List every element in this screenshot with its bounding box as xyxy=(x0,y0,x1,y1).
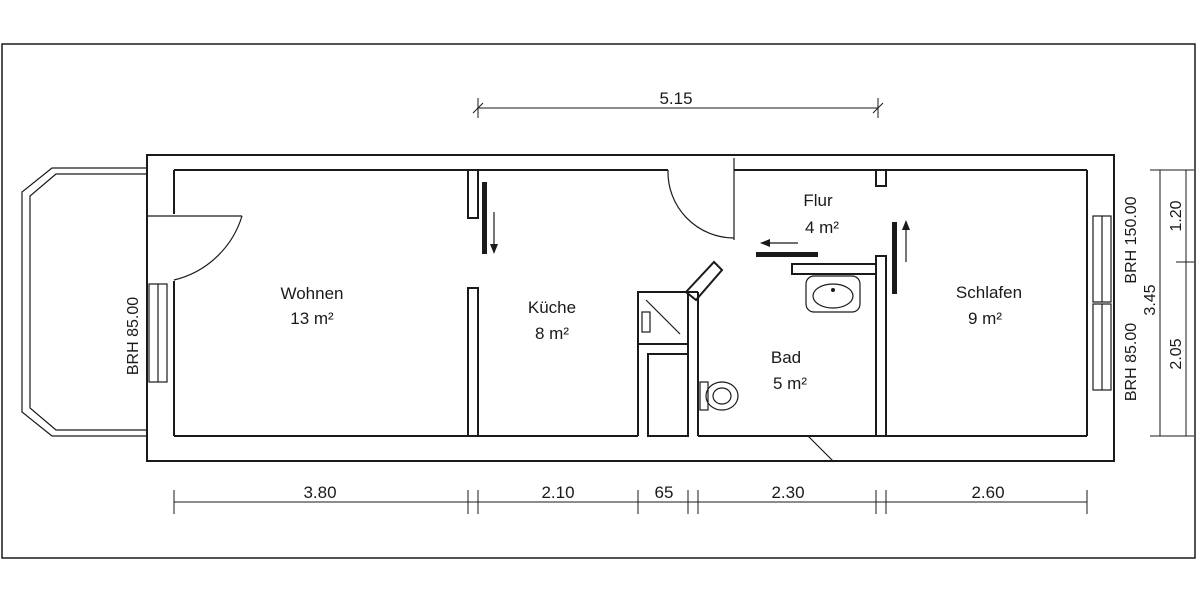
window-label-right-lower: BRH 85.00 xyxy=(1123,323,1140,401)
dimension-top-label: 5.15 xyxy=(659,89,692,108)
shaft-detail xyxy=(641,299,681,335)
sliding-door-schlafen xyxy=(892,220,910,294)
dimension-top: 5.15 xyxy=(472,89,884,118)
door-wohnen xyxy=(148,215,243,281)
exterior-walls xyxy=(146,154,1115,462)
room-name-kueche: Küche xyxy=(528,298,576,317)
window-left xyxy=(148,283,168,383)
window-label-left: BRH 85.00 xyxy=(125,297,142,375)
sliding-door-flur xyxy=(756,239,818,257)
room-area-schlafen: 9 m² xyxy=(968,309,1002,328)
room-name-wohnen: Wohnen xyxy=(280,284,343,303)
window-right-lower xyxy=(1092,303,1112,391)
dimension-right-upper: 1.20 xyxy=(1168,200,1185,231)
dimension-bottom-bad: 2.30 xyxy=(771,483,804,502)
dimension-bottom-schlafen: 2.60 xyxy=(971,483,1004,502)
window-right-upper xyxy=(1092,215,1112,303)
drawing-frame xyxy=(1,43,1196,559)
window-label-right-upper: BRH 150.00 xyxy=(1123,196,1140,283)
room-name-bad: Bad xyxy=(771,348,801,367)
dimension-bottom-shaft: 65 xyxy=(655,483,674,502)
dimension-bottom-wohnen: 3.80 xyxy=(303,483,336,502)
interior-walls xyxy=(467,169,887,437)
dimension-right-total: 3.45 xyxy=(1142,284,1159,315)
door-flur xyxy=(667,158,735,240)
entrance-line xyxy=(807,435,835,463)
toilet-icon xyxy=(699,381,739,411)
room-area-flur: 4 m² xyxy=(805,218,839,237)
balcony xyxy=(21,167,147,437)
sink-icon xyxy=(805,275,861,313)
dimension-bottom-kueche: 2.10 xyxy=(541,483,574,502)
room-name-schlafen: Schlafen xyxy=(956,283,1022,302)
room-area-bad: 5 m² xyxy=(773,374,807,393)
room-area-kueche: 8 m² xyxy=(535,324,569,343)
dimension-bottom: 3.80 2.10 65 2.30 2.60 xyxy=(173,483,1088,514)
sliding-door-kueche xyxy=(482,182,498,254)
room-name-flur: Flur xyxy=(803,191,833,210)
dimension-right: 1.20 3.45 2.05 xyxy=(1142,169,1194,437)
room-area-wohnen: 13 m² xyxy=(290,309,334,328)
dimension-right-lower: 2.05 xyxy=(1168,338,1185,369)
